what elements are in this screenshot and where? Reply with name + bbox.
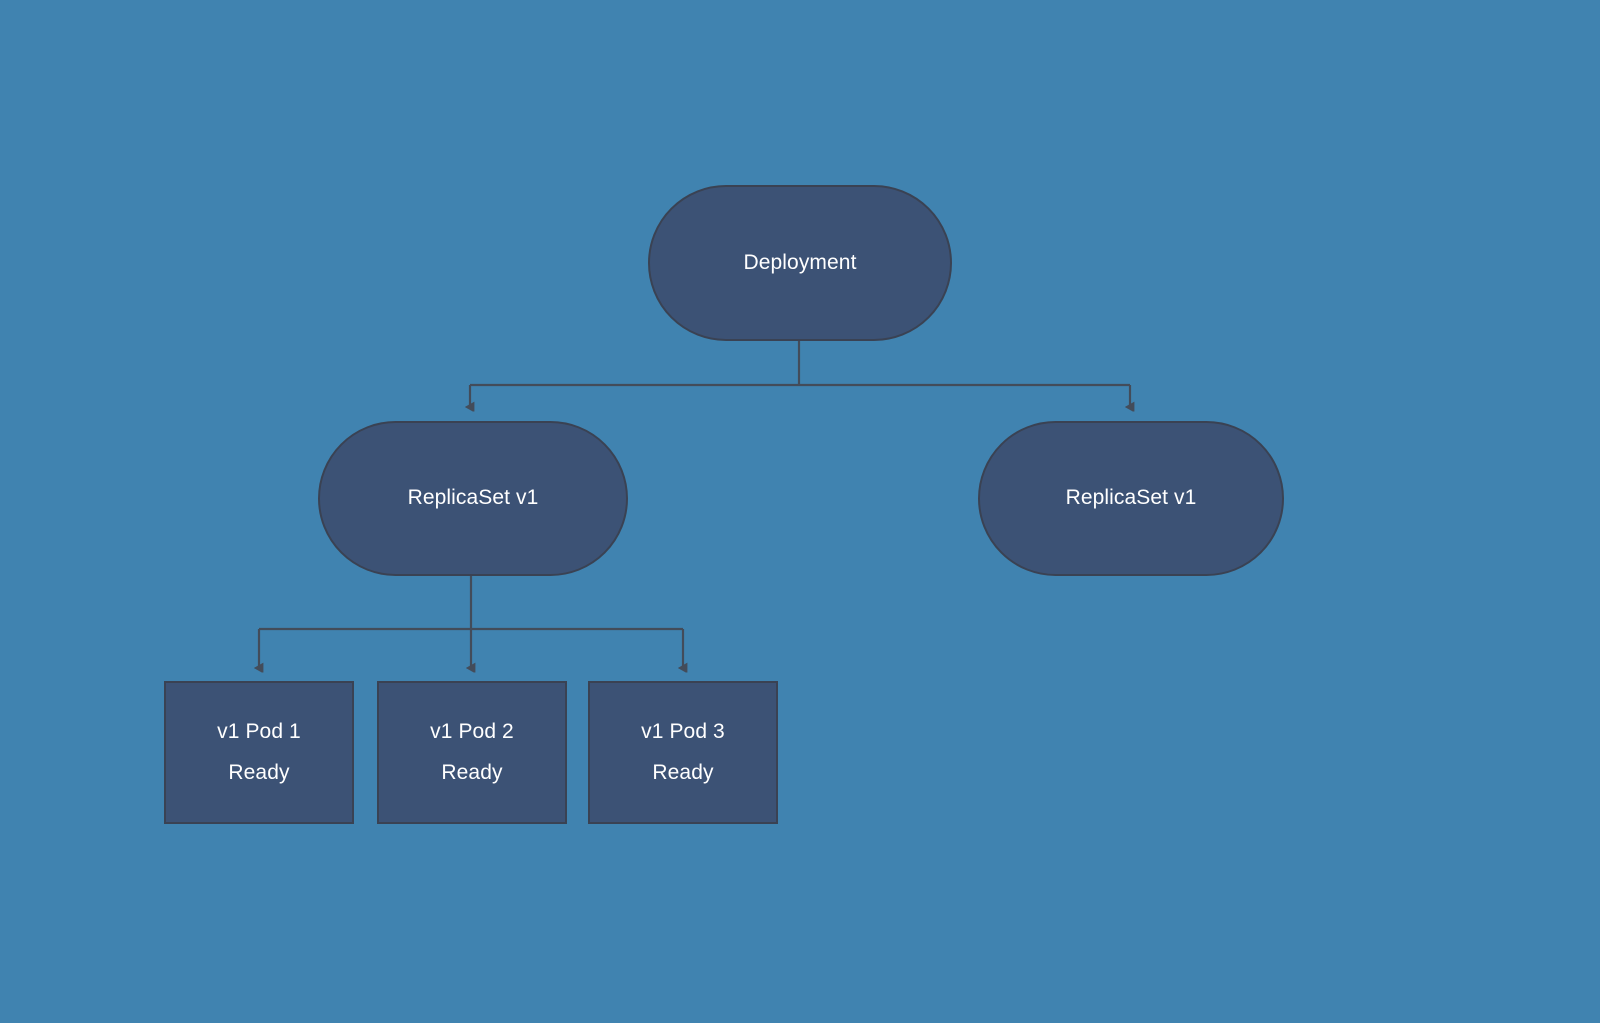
pod-3-content: v1 Pod 3 Ready — [641, 717, 725, 788]
node-pod-2-status: Ready — [441, 760, 503, 784]
node-replicaset-left[interactable]: ReplicaSet v1 — [318, 421, 628, 576]
node-deployment-label: Deployment — [743, 250, 857, 274]
node-pod-1-status: Ready — [228, 760, 290, 784]
node-pod-3-label: v1 Pod 3 — [641, 720, 725, 744]
edge-replicaset-to-pods — [259, 575, 683, 668]
pod-1-content: v1 Pod 1 Ready — [217, 717, 301, 788]
node-pod-3[interactable]: v1 Pod 3 Ready — [588, 681, 778, 824]
node-pod-2-label: v1 Pod 2 — [430, 720, 514, 744]
node-pod-2[interactable]: v1 Pod 2 Ready — [377, 681, 567, 824]
pod-2-content: v1 Pod 2 Ready — [430, 717, 514, 788]
node-replicaset-right[interactable]: ReplicaSet v1 — [978, 421, 1284, 576]
node-deployment[interactable]: Deployment — [648, 185, 952, 341]
edge-deployment-to-replicasets — [470, 340, 1130, 407]
node-pod-3-status: Ready — [652, 760, 714, 784]
node-pod-1[interactable]: v1 Pod 1 Ready — [164, 681, 354, 824]
node-pod-1-label: v1 Pod 1 — [217, 720, 301, 744]
node-replicaset-left-label: ReplicaSet v1 — [407, 486, 539, 510]
node-replicaset-right-label: ReplicaSet v1 — [1065, 486, 1197, 510]
